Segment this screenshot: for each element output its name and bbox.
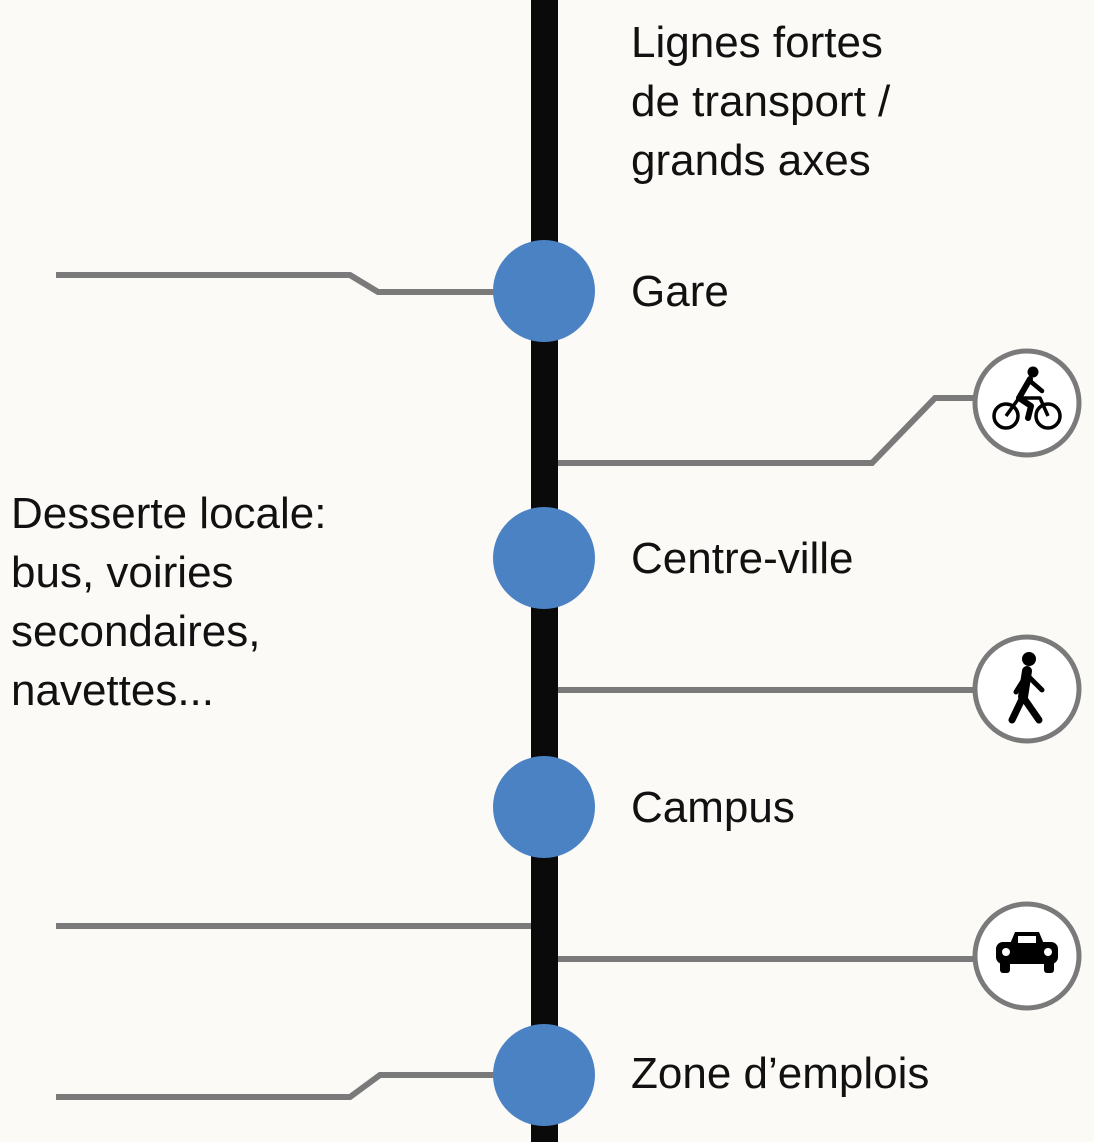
- pedestrian-icon[interactable]: [972, 634, 1082, 744]
- trunk-line-title-line: grands axes: [631, 136, 871, 185]
- local-service-label: Desserte locale: bus, voiries secondaire…: [11, 484, 326, 720]
- station-label-zone-emplois: Zone d’emplois: [631, 1049, 930, 1098]
- trunk-line-title-line: de transport /: [631, 77, 891, 126]
- station-label-gare: Gare: [631, 267, 729, 316]
- trunk-line-title: Lignes fortes de transport / grands axes: [631, 13, 890, 190]
- station-node-centre-ville[interactable]: [493, 507, 595, 609]
- station-label-centre-ville: Centre-ville: [631, 534, 854, 583]
- trunk-line-title-line: Lignes fortes: [631, 18, 883, 67]
- station-node-campus[interactable]: [493, 756, 595, 858]
- branch-line-gare: [56, 272, 500, 295]
- branch-line-zone: [56, 1072, 500, 1100]
- station-node-gare[interactable]: [493, 240, 595, 342]
- station-label-campus: Campus: [631, 783, 795, 832]
- branch-line-bicycle: [555, 395, 975, 466]
- local-service-label-line: secondaires,: [11, 607, 261, 656]
- bicycle-icon[interactable]: [972, 348, 1082, 458]
- car-icon[interactable]: [972, 901, 1082, 1011]
- local-service-label-line: navettes...: [11, 666, 215, 715]
- station-node-zone-emplois[interactable]: [493, 1024, 595, 1126]
- local-service-label-line: bus, voiries: [11, 548, 234, 597]
- local-service-label-line: Desserte locale:: [11, 489, 327, 538]
